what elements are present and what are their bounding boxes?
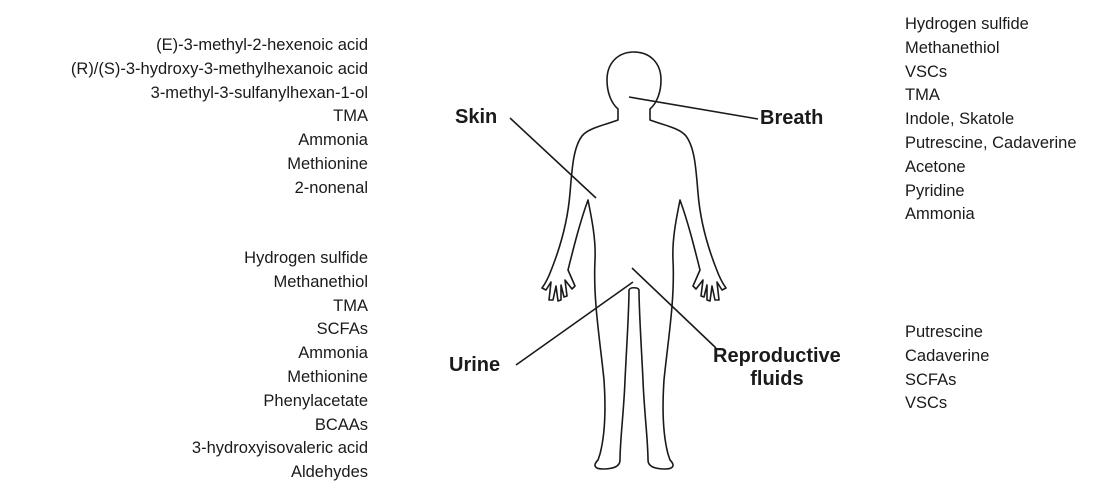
compound-item: BCAAs bbox=[192, 414, 368, 438]
compound-item: Putrescine, Cadaverine bbox=[905, 132, 1077, 156]
compound-item: VSCs bbox=[905, 61, 1077, 85]
compound-item: SCFAs bbox=[905, 369, 989, 393]
compound-item: Ammonia bbox=[71, 129, 368, 153]
breath-connector bbox=[629, 97, 758, 119]
reproductive-label-line2: fluids bbox=[713, 368, 841, 391]
human-body-outline bbox=[542, 52, 726, 469]
skin-label: Skin bbox=[455, 106, 497, 129]
compound-item: Methionine bbox=[192, 366, 368, 390]
compound-item: Methanethiol bbox=[192, 271, 368, 295]
compound-item: Hydrogen sulfide bbox=[905, 13, 1077, 37]
compound-item: Phenylacetate bbox=[192, 390, 368, 414]
reproductive-compound-list: Putrescine Cadaverine SCFAs VSCs bbox=[905, 321, 989, 416]
breath-label: Breath bbox=[760, 107, 823, 130]
compound-item: Aldehydes bbox=[192, 461, 368, 485]
compound-item: Methionine bbox=[71, 153, 368, 177]
skin-compound-list: (E)-3-methyl-2-hexenoic acid (R)/(S)-3-h… bbox=[71, 34, 368, 201]
urine-connector bbox=[516, 282, 633, 365]
breath-compound-list: Hydrogen sulfide Methanethiol VSCs TMA I… bbox=[905, 13, 1077, 227]
compound-item: TMA bbox=[905, 84, 1077, 108]
compound-item: SCFAs bbox=[192, 318, 368, 342]
urine-label: Urine bbox=[449, 354, 500, 377]
compound-item: 2-nonenal bbox=[71, 177, 368, 201]
compound-item: TMA bbox=[71, 105, 368, 129]
compound-item: Ammonia bbox=[192, 342, 368, 366]
compound-item: 3-hydroxyisovaleric acid bbox=[192, 437, 368, 461]
compound-item: 3-methyl-3-sulfanylhexan-1-ol bbox=[71, 82, 368, 106]
compound-item: (R)/(S)-3-hydroxy-3-methylhexanoic acid bbox=[71, 58, 368, 82]
reproductive-fluids-label: Reproductive fluids bbox=[713, 345, 841, 391]
compound-item: Pyridine bbox=[905, 180, 1077, 204]
compound-item: Indole, Skatole bbox=[905, 108, 1077, 132]
reproductive-label-line1: Reproductive bbox=[713, 345, 841, 368]
compound-item: Putrescine bbox=[905, 321, 989, 345]
compound-item: TMA bbox=[192, 295, 368, 319]
compound-item: VSCs bbox=[905, 392, 989, 416]
compound-item: Ammonia bbox=[905, 203, 1077, 227]
urine-compound-list: Hydrogen sulfide Methanethiol TMA SCFAs … bbox=[192, 247, 368, 485]
compound-item: Hydrogen sulfide bbox=[192, 247, 368, 271]
compound-item: Methanethiol bbox=[905, 37, 1077, 61]
compound-item: (E)-3-methyl-2-hexenoic acid bbox=[71, 34, 368, 58]
compound-item: Cadaverine bbox=[905, 345, 989, 369]
compound-item: Acetone bbox=[905, 156, 1077, 180]
skin-connector bbox=[510, 118, 596, 198]
